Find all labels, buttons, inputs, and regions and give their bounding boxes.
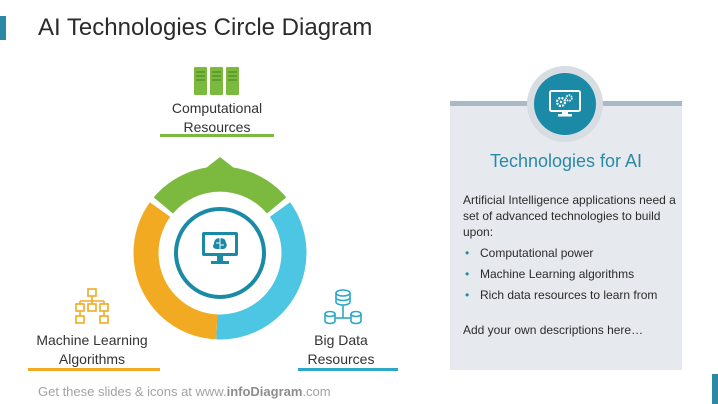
footer-prefix: Get these slides & icons at www. — [38, 384, 227, 399]
server-icon — [194, 67, 239, 95]
footer-suffix: .com — [302, 384, 331, 399]
panel-body: Artificial Intelligence applications nee… — [463, 192, 678, 338]
segment-computational — [153, 166, 287, 214]
monitor-gears-icon — [549, 90, 581, 117]
database-icon — [324, 289, 362, 325]
segment-big-data — [216, 202, 307, 340]
brain-monitor-icon — [202, 232, 238, 264]
description-panel — [450, 103, 682, 370]
label-computational-resources: Computational Resources — [160, 99, 274, 137]
bullet-text: Computational power — [480, 246, 594, 260]
panel-icon-badge — [527, 66, 603, 142]
footer-credit: Get these slides & icons at www.infoDiag… — [38, 384, 331, 399]
label-line: Computational — [171, 100, 263, 116]
corner-accent-bar — [712, 374, 718, 404]
bullet-icon: • — [465, 288, 470, 302]
title-accent-bar — [0, 16, 6, 40]
label-line: Machine Learning — [36, 332, 148, 348]
big-data-underline — [298, 368, 398, 371]
panel-title: Technologies for AI — [489, 151, 643, 171]
machine-learning-underline — [28, 368, 160, 371]
label-line: Resources — [307, 351, 375, 367]
list-item: • Rich data resources to learn from — [463, 287, 678, 303]
panel-icon-circle — [534, 73, 596, 135]
list-item: • Machine Learning algorithms — [463, 266, 678, 282]
label-machine-learning: Machine Learning Algorithms — [30, 331, 154, 369]
circle-diagram — [133, 157, 307, 340]
segment-computational-arrow — [206, 157, 234, 168]
label-line: Algorithms — [58, 351, 126, 367]
label-line: Big Data — [314, 332, 368, 348]
bullet-text: Machine Learning algorithms — [480, 267, 635, 281]
segment-machine-learning — [133, 202, 218, 340]
bullet-icon: • — [465, 267, 470, 281]
bullet-text: Rich data resources to learn from — [480, 288, 658, 302]
computational-underline — [160, 134, 274, 137]
label-big-data: Big Data Resources — [296, 331, 386, 369]
bullet-icon: • — [465, 246, 470, 260]
footer-brand: infoDiagram — [226, 384, 303, 399]
list-item: • Computational power — [463, 245, 678, 261]
panel-intro: Artificial Intelligence applications nee… — [463, 193, 676, 239]
panel-bullet-list: • Computational power • Machine Learning a… — [463, 245, 678, 303]
hierarchy-icon — [75, 288, 109, 324]
slide-title: AI Technologies Circle Diagram — [38, 14, 373, 41]
label-line: Resources — [183, 119, 251, 135]
panel-note: Add your own descriptions here… — [463, 323, 644, 337]
